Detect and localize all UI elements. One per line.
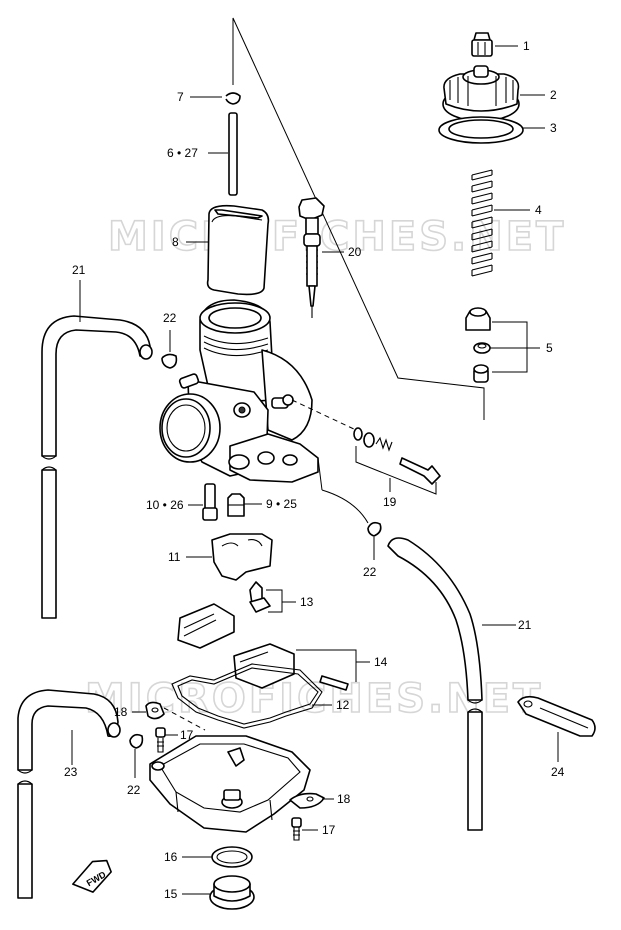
part-9-main-jet bbox=[227, 493, 245, 517]
part-22-clamp-top-left bbox=[161, 353, 178, 369]
part-6-jet-needle bbox=[228, 112, 238, 196]
callout-17-right: 17 bbox=[322, 823, 336, 837]
callout-22-right: 22 bbox=[363, 565, 377, 579]
callout-5: 5 bbox=[546, 341, 553, 355]
part-17-screw-left bbox=[155, 727, 166, 753]
callout-11: 11 bbox=[168, 550, 181, 564]
part-22-clamp-right bbox=[367, 521, 382, 537]
part-11-float bbox=[211, 533, 273, 581]
part-24-hose-clamp-bracket bbox=[517, 695, 596, 737]
leader-body-19 bbox=[291, 399, 357, 431]
part-21-hose-left bbox=[41, 315, 153, 619]
part-8-throttle-valve bbox=[206, 204, 270, 296]
callout-20: 20 bbox=[348, 245, 362, 259]
part-3-gasket bbox=[438, 116, 524, 144]
part-21-hose-right bbox=[387, 537, 483, 831]
callout-7: 7 bbox=[177, 90, 184, 104]
callout-4: 4 bbox=[535, 203, 542, 217]
part-7-clip bbox=[225, 92, 241, 105]
callout-1: 1 bbox=[523, 39, 530, 53]
part-1-cap-nut bbox=[471, 32, 493, 57]
leader-19-bracket bbox=[355, 446, 437, 495]
callout-3: 3 bbox=[550, 121, 557, 135]
callout-8: 8 bbox=[172, 235, 179, 249]
leader-14-bracket bbox=[296, 649, 357, 682]
callout-17-left: 17 bbox=[180, 728, 194, 742]
part-18-plate-right bbox=[289, 792, 325, 809]
callout-10-26: 10 • 26 bbox=[146, 498, 184, 512]
part-15-drain-plug bbox=[209, 875, 255, 910]
callout-23: 23 bbox=[64, 765, 78, 779]
callout-12: 12 bbox=[336, 698, 350, 712]
fwd-arrow: FWD bbox=[72, 859, 112, 893]
carburetor-body bbox=[159, 299, 319, 483]
float-chamber-bowl bbox=[149, 735, 311, 833]
leader-13-bracket bbox=[266, 589, 283, 613]
part-10-needle-jet bbox=[202, 483, 218, 521]
part-12-float-chamber-gasket bbox=[171, 663, 323, 729]
callout-24: 24 bbox=[551, 765, 565, 779]
callout-6-27: 6 • 27 bbox=[167, 146, 198, 160]
leader-5-bracket bbox=[492, 321, 528, 373]
part-23-hose bbox=[17, 689, 121, 899]
callout-22-left: 22 bbox=[127, 783, 141, 797]
part-20-starter-plunger bbox=[298, 197, 325, 318]
part-13-needle-valve bbox=[249, 581, 271, 613]
callout-13: 13 bbox=[300, 595, 314, 609]
leader-body-22 bbox=[321, 489, 369, 524]
part-22-clamp-left bbox=[129, 733, 144, 749]
assembly-line-slide bbox=[232, 17, 485, 420]
part-17-screw-right bbox=[291, 817, 302, 841]
callout-22-top-left: 22 bbox=[163, 311, 177, 325]
callout-16: 16 bbox=[164, 850, 178, 864]
part-19-air-screw-set bbox=[353, 427, 441, 485]
callout-9-25: 9 • 25 bbox=[266, 497, 297, 511]
part-18-plate-left bbox=[145, 701, 165, 720]
part-5-needle-clip-set bbox=[465, 307, 491, 383]
watermark-top: MICROFICHES.NET bbox=[108, 214, 566, 260]
part-4-spring bbox=[471, 169, 493, 277]
callout-15: 15 bbox=[164, 887, 178, 901]
part-16-o-ring bbox=[211, 846, 253, 868]
leader-18-dash bbox=[163, 707, 206, 731]
part-2-top-cap bbox=[442, 65, 520, 122]
callout-21-right: 21 bbox=[518, 618, 532, 632]
callout-21-left: 21 bbox=[72, 263, 86, 277]
callout-18-right: 18 bbox=[337, 792, 351, 806]
callout-2: 2 bbox=[550, 88, 557, 102]
callout-14: 14 bbox=[374, 655, 388, 669]
callout-18-left: 18 bbox=[114, 705, 128, 719]
callout-19: 19 bbox=[383, 495, 397, 509]
leader-body-bottom bbox=[317, 457, 323, 491]
